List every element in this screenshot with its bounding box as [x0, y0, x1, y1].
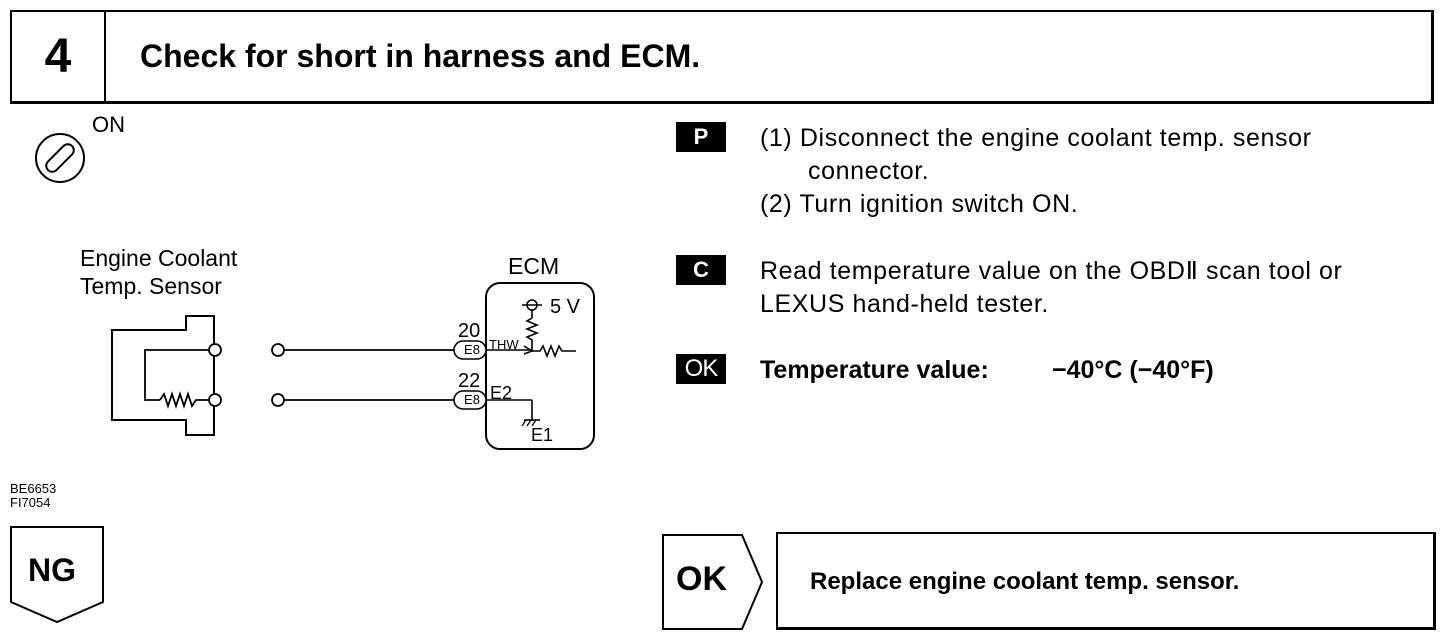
- pin2-signal: E2: [490, 383, 513, 403]
- check-line1: Read temperature value on the OBDⅡ scan …: [760, 257, 1343, 285]
- pin1-connector: E8: [464, 342, 480, 357]
- pin1-number: 20: [458, 320, 481, 342]
- harness-terminal-2: [271, 393, 285, 407]
- sensor-label-line2: Temp. Sensor: [80, 273, 222, 299]
- pin1-signal: THW: [489, 337, 519, 352]
- ok-result-label: OK: [676, 560, 727, 598]
- check-badge: C: [676, 255, 726, 285]
- pin2-connector: E8: [464, 392, 480, 407]
- sensor-label-line1: Engine Coolant: [80, 245, 238, 271]
- ok-badge: OK: [676, 354, 726, 384]
- pin2-number: 22: [458, 370, 481, 392]
- spec-label: Temperature value:: [760, 356, 989, 384]
- ng-label: NG: [28, 552, 76, 588]
- ok-action-text: Replace engine coolant temp. sensor.: [810, 568, 1240, 595]
- figure-code-2: FI7054: [10, 495, 51, 510]
- ng-result-shape: [10, 526, 104, 624]
- sensor-terminal-1: [208, 343, 222, 357]
- ok-action-box: Replace engine coolant temp. sensor.: [776, 532, 1436, 630]
- ecm-box: [485, 282, 595, 450]
- sensor-terminal-2: [208, 393, 222, 407]
- prep-step2: (2) Turn ignition switch ON.: [760, 190, 1079, 218]
- series-resistor-icon: [532, 343, 576, 359]
- ground-label: E1: [531, 425, 554, 445]
- step-number: 4: [12, 12, 106, 101]
- voltage-label: 5 V: [550, 296, 581, 318]
- figure-code-1: BE6653: [10, 481, 57, 496]
- ecm-label: ECM: [508, 253, 560, 279]
- check-line2: LEXUS hand-held tester.: [760, 290, 1049, 318]
- harness-terminal-1: [271, 343, 285, 357]
- prep-badge: P: [676, 122, 726, 152]
- wiring-diagram: [111, 282, 595, 450]
- step-title: Check for short in harness and ECM.: [140, 38, 701, 74]
- step-header: 4 Check for short in harness and ECM.: [10, 10, 1434, 104]
- prep-step1-line1: (1) Disconnect the engine coolant temp. …: [760, 124, 1312, 152]
- figure-codes: BE6653 FI7054: [10, 482, 56, 510]
- sensor-resistor-icon: [159, 391, 210, 409]
- spec-value: −40°C (−40°F): [1052, 356, 1214, 384]
- pullup-resistor-icon: [524, 317, 540, 352]
- ignition-switch-icon: [35, 133, 85, 183]
- sensor-connector-outline: [111, 315, 215, 436]
- ignition-on-label: ON: [92, 112, 125, 137]
- prep-step1-line2: connector.: [808, 157, 930, 185]
- ok-result-shape: [662, 534, 764, 630]
